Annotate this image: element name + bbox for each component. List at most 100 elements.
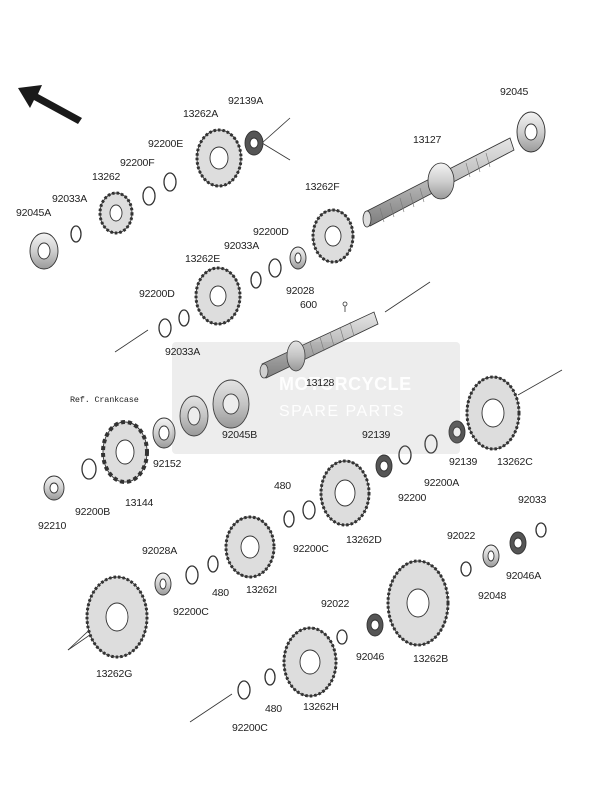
input-shaft-13128 — [259, 311, 379, 379]
part-label: 92028A — [142, 545, 178, 557]
part-label: 92139A — [228, 95, 264, 107]
part-label: 92033 — [518, 494, 547, 506]
circlip-480-b — [207, 555, 219, 573]
part-label: 480 — [274, 480, 291, 492]
part-label: 92200D — [253, 226, 289, 238]
part-label: 92139 — [449, 456, 478, 468]
circlip-480-a — [283, 510, 295, 528]
gear-13262I — [224, 515, 276, 579]
circlip-92033A-mid — [250, 271, 262, 289]
watermark-panel — [172, 342, 460, 454]
washer-92200B — [81, 458, 97, 480]
needle-92046A — [509, 531, 527, 555]
watermark-line2: SPARE PARTS — [279, 403, 405, 420]
part-label: 480 — [212, 587, 229, 599]
part-label: 92200F — [120, 157, 155, 169]
part-label: 92200A — [424, 477, 460, 489]
part-label: 92200E — [148, 138, 184, 150]
washer-92200C-a — [302, 500, 316, 520]
circlip-92033A-top — [70, 225, 82, 243]
output-shaft-13127 — [362, 137, 515, 228]
circlip-480-c — [264, 668, 276, 686]
part-label: 92022 — [447, 530, 476, 542]
gear-13262E — [194, 266, 242, 326]
bushing-92028 — [289, 246, 307, 270]
seal-92045B-side — [179, 395, 209, 437]
part-label: 92022 — [321, 598, 350, 610]
part-label: 13262G — [96, 668, 133, 680]
direction-arrow-icon — [18, 85, 82, 124]
part-label: 92046 — [356, 651, 385, 663]
gear-13262H — [282, 626, 338, 698]
gear-13262C — [465, 375, 521, 451]
axis-lines — [67, 117, 563, 723]
washer-92200A — [424, 434, 438, 454]
washers-circlips — [70, 172, 547, 700]
nut-92210 — [43, 475, 65, 501]
part-label: 92033A — [52, 193, 88, 205]
part-label: 92152 — [153, 458, 182, 470]
circlip-92033A-low — [178, 309, 190, 327]
part-label: 13262 — [92, 171, 121, 183]
bushing-92152 — [152, 417, 176, 449]
bushings — [43, 246, 500, 596]
watermark-line1: MOTORCYCLE — [279, 374, 412, 394]
gear-13262D — [319, 459, 371, 527]
needle-92139-a — [375, 454, 393, 478]
part-label: 92200 — [398, 492, 427, 504]
part-label: 92200C — [293, 543, 329, 555]
bearings — [29, 111, 546, 637]
gear-13262A — [195, 128, 243, 188]
part-label: 13262A — [183, 108, 219, 120]
ref-crankcase-note: Ref. Crankcase — [70, 395, 139, 405]
part-label: 13262E — [185, 253, 221, 265]
bushing-92028A — [154, 572, 172, 596]
part-label: 92045A — [16, 207, 52, 219]
part-label: 92045B — [222, 429, 258, 441]
part-label: 13262C — [497, 456, 533, 468]
part-label: 92033A — [165, 346, 201, 358]
part-label: 600 — [300, 299, 317, 311]
part-label: 92048 — [478, 590, 507, 602]
part-label: 92045 — [500, 86, 529, 98]
sprocket-13144 — [101, 420, 149, 484]
part-label: 13262I — [246, 584, 277, 596]
part-label: 13144 — [125, 497, 154, 509]
gear-13262 — [98, 191, 134, 235]
part-label: 480 — [265, 703, 282, 715]
part-label: 92033A — [224, 240, 260, 252]
part-label: 13262F — [305, 181, 340, 193]
part-label: 92210 — [38, 520, 67, 532]
gear-13262G — [85, 575, 149, 659]
washer-92200D-top — [268, 258, 282, 278]
needle-92046 — [366, 613, 384, 637]
bearing-92045 — [516, 111, 546, 153]
bearing-92045A — [29, 232, 59, 270]
part-label: 92200B — [75, 506, 111, 518]
circlip-92033 — [535, 522, 547, 538]
needle-92139A — [244, 130, 264, 156]
part-label: 92028 — [286, 285, 315, 297]
washer-92200C-c — [237, 680, 251, 700]
washer-92200C-b — [185, 565, 199, 585]
washer-92200E — [163, 172, 177, 192]
part-label: 13262H — [303, 701, 339, 713]
part-label: 13128 — [306, 377, 335, 389]
part-label: 92046A — [506, 570, 542, 582]
part-label: 92200C — [232, 722, 268, 734]
part-label: 92139 — [362, 429, 391, 441]
gears — [85, 128, 521, 698]
needle-92139-b — [448, 420, 466, 444]
washer-92200 — [398, 445, 412, 465]
part-label: 13262B — [413, 653, 449, 665]
circlip-92200F — [142, 186, 156, 206]
washer-92022-a — [460, 561, 472, 577]
part-label: 92200D — [139, 288, 175, 300]
washer-92022-b — [336, 629, 348, 645]
part-label: 92200C — [173, 606, 209, 618]
part-label: 13262D — [346, 534, 382, 546]
part-label: 13127 — [413, 134, 442, 146]
gear-13262F — [311, 208, 355, 264]
